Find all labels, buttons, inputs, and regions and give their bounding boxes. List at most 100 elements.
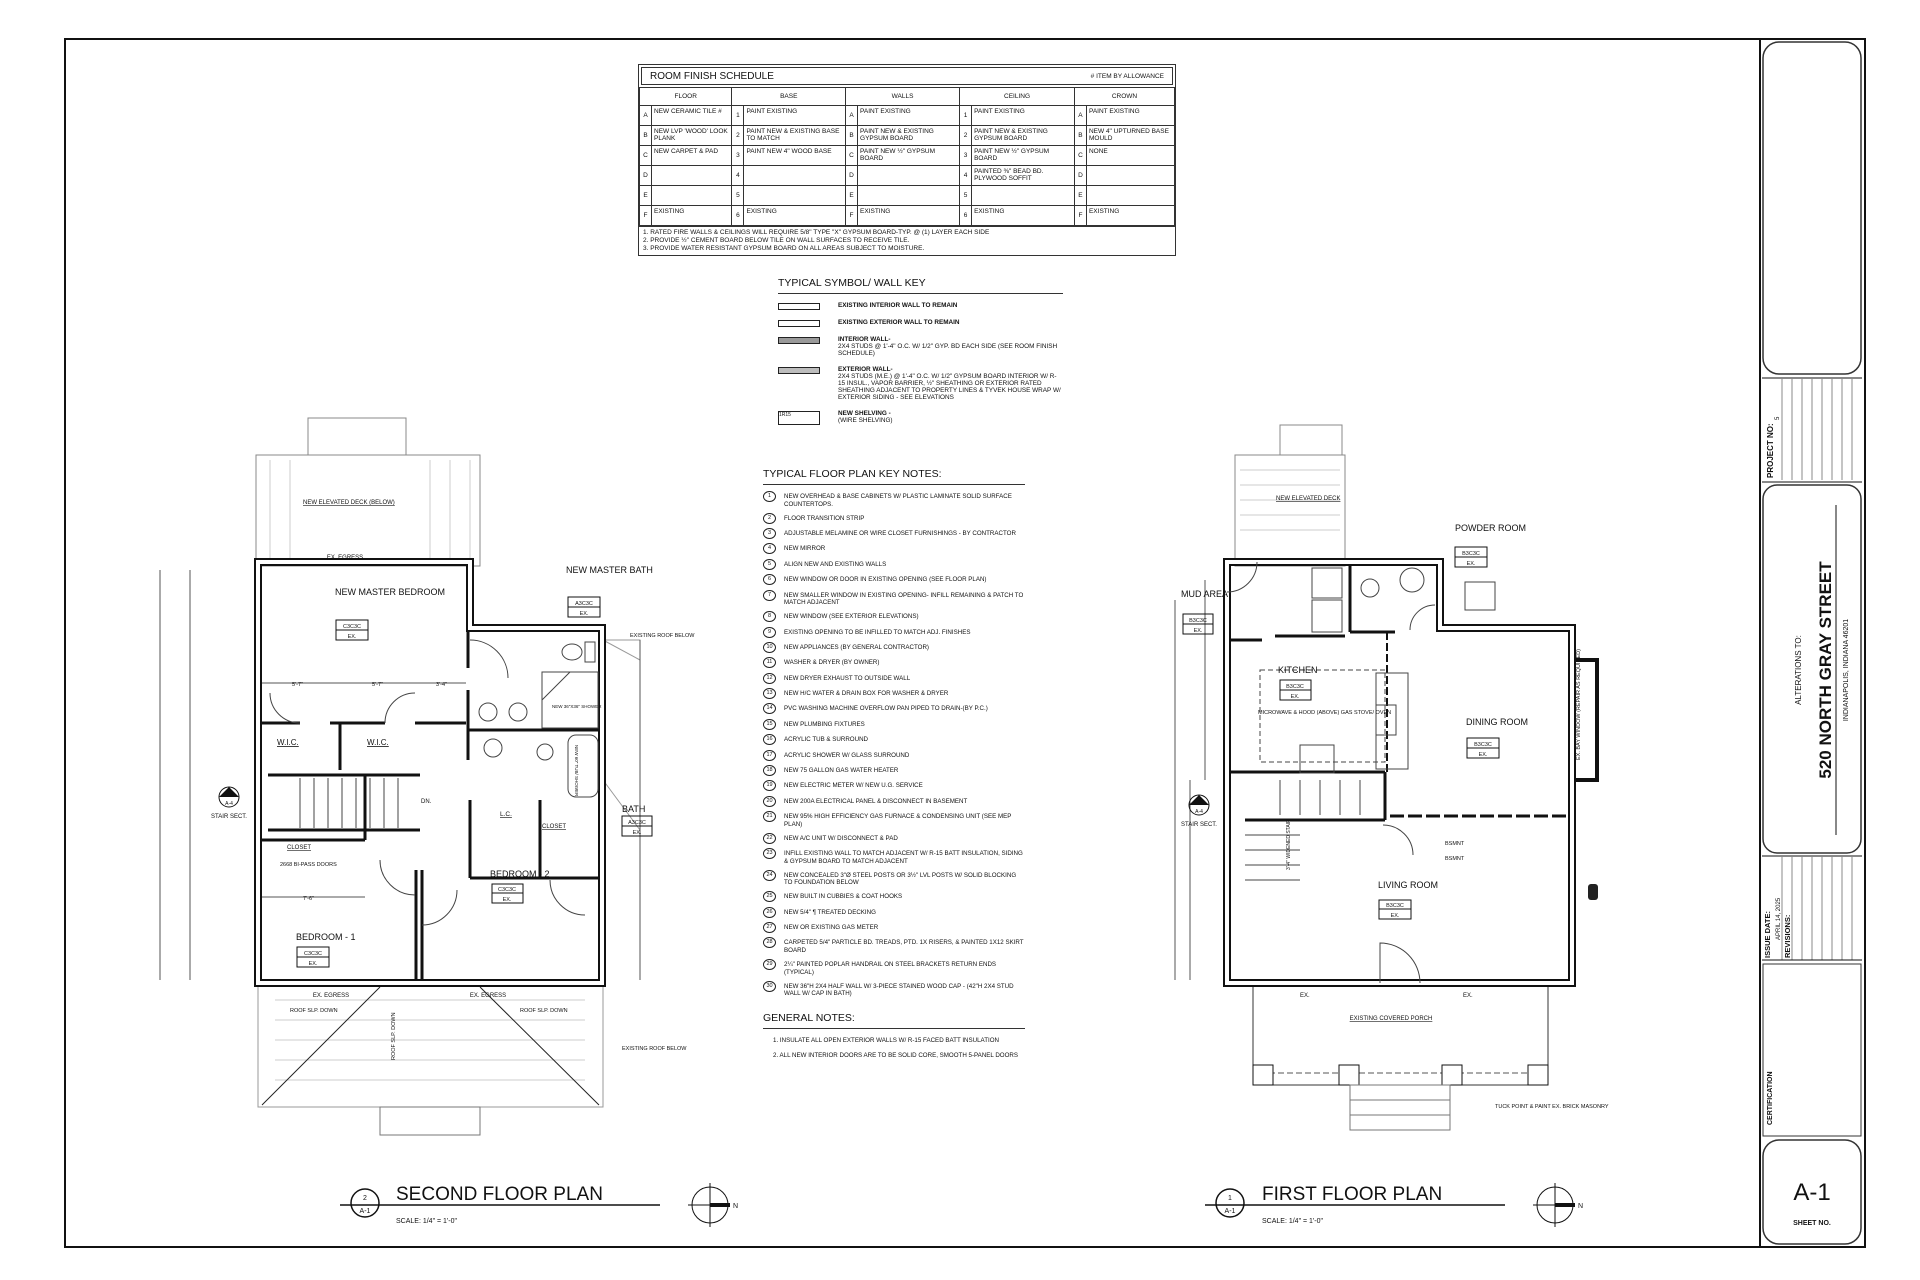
- basement-label: BSMNT: [1445, 856, 1465, 862]
- schedule-code: E: [1073, 185, 1087, 206]
- key-note-text: NEW 95% HIGH EFFICIENCY GAS FURNACE & CO…: [784, 813, 1012, 828]
- svg-text:LIVING ROOM: LIVING ROOM: [1378, 880, 1438, 890]
- key-note-text: WASHER & DRYER (BY OWNER): [784, 659, 880, 667]
- svg-text:BEDROOM - 1: BEDROOM - 1: [296, 932, 356, 942]
- schedule-code: 1: [731, 105, 745, 126]
- key-note-text: ACRYLIC SHOWER W/ GLASS SURROUND: [784, 751, 910, 759]
- svg-text:C3C3C: C3C3C: [498, 887, 516, 893]
- plan-scale: SCALE: 1/4" = 1'-0": [396, 1218, 457, 1225]
- deck-boards: [1240, 469, 1340, 531]
- key-note-number: 27: [763, 922, 776, 934]
- bay-window: [1572, 658, 1599, 782]
- schedule-cell: EXISTING: [650, 205, 733, 226]
- svg-text:STAIR SECT.: STAIR SECT.: [211, 814, 247, 820]
- schedule-note: 1. RATED FIRE WALLS & CEILINGS WILL REQU…: [643, 229, 990, 236]
- room-kitchen: KITCHEN B3C3C EX.: [1278, 665, 1318, 701]
- roof-step: [379, 1106, 481, 1136]
- key-note-number: 9: [763, 626, 776, 638]
- wall-swatch-icon: [778, 320, 820, 327]
- svg-text:A-1: A-1: [360, 1208, 371, 1215]
- room-bedroom-2: BEDROOM - 2 C3C3C EX.: [490, 869, 550, 904]
- schedule-cell: PAINTED ⅜" BEAD BD. PLYWOOD SOFFIT: [971, 165, 1075, 186]
- room-new-master-bath: NEW MASTER BATH A3C3C EX.: [566, 565, 653, 618]
- schedule-cell: NEW 4" UPTURNED BASE MOULD: [1085, 125, 1176, 146]
- tub-note: NEW 60" TUB/ SHOWER: [574, 745, 579, 797]
- key-note-number: 20: [763, 795, 776, 807]
- closet-door-note: 2668 BI-PASS DOORS: [280, 862, 337, 868]
- general-note: 2. ALL NEW INTERIOR DOORS ARE TO BE SOLI…: [773, 1052, 1019, 1060]
- issue-date-value: APRIL 14, 2025: [1776, 897, 1782, 940]
- svg-text:N: N: [733, 1203, 738, 1210]
- schedule-code: F: [845, 205, 859, 226]
- schedule-column-header: BASE: [731, 87, 847, 106]
- schedule-code: E: [845, 185, 859, 206]
- key-note-number: 7: [763, 589, 776, 601]
- first-floor-title-block: 1 A-1 FIRST FLOOR PLAN SCALE: 1/4" = 1'-…: [1205, 1183, 1583, 1227]
- svg-text:A-1: A-1: [1225, 1208, 1236, 1215]
- room-finish-schedule: ROOM FINISH SCHEDULE # ITEM BY ALLOWANCE…: [638, 64, 1176, 256]
- key-note-text: EXISTING OPENING TO BE INFILLED TO MATCH…: [784, 628, 971, 636]
- room-wic: W.I.C.: [277, 738, 299, 747]
- svg-text:B3C3C: B3C3C: [1386, 903, 1404, 909]
- schedule-header: ROOM FINISH SCHEDULE # ITEM BY ALLOWANCE: [641, 67, 1173, 85]
- schedule-code: B: [845, 125, 859, 146]
- key-note-number: 17: [763, 749, 776, 761]
- schedule-cell: PAINT EXISTING: [1085, 105, 1176, 126]
- schedule-cell: [650, 165, 733, 186]
- schedule-cell: [857, 185, 961, 206]
- schedule-cell: NEW CERAMIC TILE #: [650, 105, 733, 126]
- wall-swatch-icon: [778, 303, 820, 310]
- key-note-number: 6: [763, 574, 776, 586]
- key-note-text: NEW MIRROR: [784, 545, 826, 553]
- schedule-cell: PAINT NEW ½" GYPSUM BOARD: [971, 145, 1075, 166]
- stair-treads: [1245, 780, 1361, 881]
- schedule-code: C: [1073, 145, 1087, 166]
- stair-down-label: DN.: [421, 799, 432, 805]
- key-note-text: NEW DRYER EXHAUST TO OUTSIDE WALL: [784, 674, 911, 682]
- svg-text:MUD AREA: MUD AREA: [1181, 589, 1228, 599]
- schedule-code: D: [845, 165, 859, 186]
- key-note-text: NEW 5/4" ¶ TREATED DECKING: [784, 908, 876, 916]
- schedule-code: C: [845, 145, 859, 166]
- deck-stair: [307, 417, 407, 456]
- alterations-to-label: ALTERATIONS TO:: [1794, 635, 1803, 705]
- interior-walls: [1231, 565, 1395, 822]
- wall-key-text: EXISTING INTERIOR WALL TO REMAIN: [838, 302, 957, 310]
- schedule-code: 6: [731, 205, 745, 226]
- address-panel: [1762, 484, 1862, 854]
- room-living-room: LIVING ROOM B3C3C EX.: [1378, 880, 1438, 920]
- project-no-strip: [1762, 377, 1862, 483]
- roof-slope-label: ROOF SLP. DOWN: [520, 1008, 568, 1014]
- wall-key: TYPICAL SYMBOL/ WALL KEY EXISTING INTERI…: [778, 277, 1063, 434]
- stair-treads: [299, 778, 399, 828]
- schedule-column-header: WALLS: [845, 87, 961, 106]
- wall-key-item: EXTERIOR WALL-2x4 STUDS (M.E.) @ 1'-4" O…: [778, 366, 1063, 401]
- svg-text:EX.: EX.: [1291, 694, 1300, 700]
- second-floor-title-block: 2 A-1 SECOND FLOOR PLAN SCALE: 1/4" = 1'…: [340, 1183, 738, 1227]
- svg-text:EX.: EX.: [1479, 752, 1488, 758]
- wall-key-text: EXTERIOR WALL-2x4 STUDS (M.E.) @ 1'-4" O…: [838, 366, 1063, 401]
- key-note-text: NEW PLUMBING FIXTURES: [784, 720, 865, 728]
- logo-panel: [1762, 41, 1862, 375]
- key-note-text: ADJUSTABLE MELAMINE OR WIRE CLOSET FURNI…: [784, 529, 1016, 537]
- room-closet: CLOSET: [542, 824, 566, 830]
- plan-scale: SCALE: 1/4" = 1'-0": [1262, 1218, 1323, 1225]
- schedule-code: C: [639, 145, 652, 166]
- key-note-text: NEW OR EXISTING GAS METER: [784, 924, 879, 932]
- key-note-text: NEW CONCEALED 3"Ø STEEL POSTS OR 3½" LVL…: [784, 871, 1017, 887]
- dimension: 5'-7": [372, 682, 383, 688]
- room-mud-area: MUD AREA B3C3C EX.: [1181, 589, 1228, 635]
- schedule-code: B: [639, 125, 652, 146]
